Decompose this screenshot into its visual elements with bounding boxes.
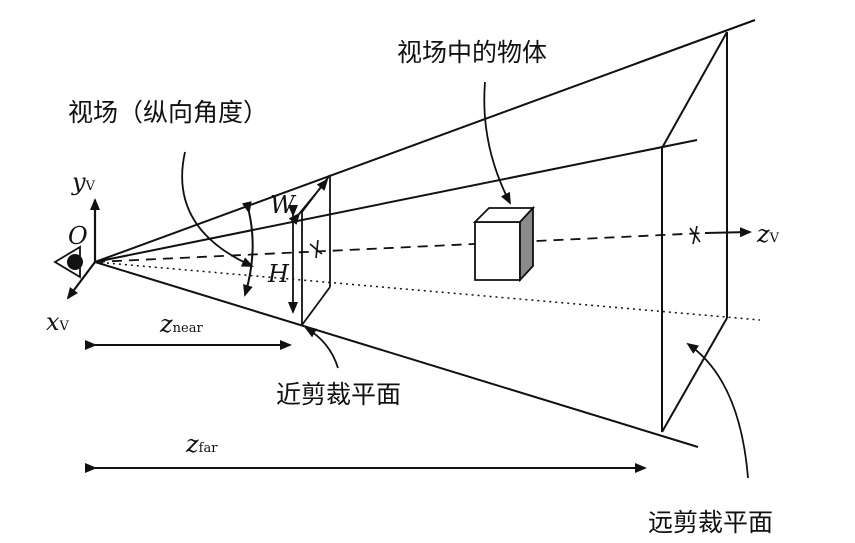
axis-ticks: [309, 225, 701, 259]
width-label: W: [270, 191, 295, 219]
z-axis-label: zV: [757, 220, 780, 248]
eye-icon: [53, 245, 83, 279]
x-axis-label: xV: [46, 308, 69, 336]
origin-label: O: [68, 222, 88, 250]
center-axis-dashed: [94, 232, 706, 263]
z-far-label: zfar: [186, 430, 218, 458]
x-axis-arrow: [66, 261, 96, 300]
far-plane-leader: [686, 342, 749, 479]
cube-object: [472, 205, 536, 283]
height-label: H: [268, 260, 289, 288]
far-clipping-plane: [661, 31, 728, 433]
near-plane-leader: [304, 326, 339, 369]
frustum-edges: [94, 19, 756, 448]
width-arrow: [288, 178, 329, 225]
y-axis-label: yV: [72, 168, 95, 196]
bottom-edge: [94, 261, 699, 448]
z-near-label: znear: [160, 310, 203, 338]
mid-edge: [94, 139, 698, 263]
object-in-view-label: 视场中的物体: [397, 38, 548, 67]
z-axis-arrow: [704, 227, 752, 238]
top-edge: [94, 19, 756, 263]
fov-leader: [181, 151, 254, 267]
fov-arc: [241, 201, 254, 297]
fov-vertical-label: 视场（纵向角度）: [68, 98, 269, 127]
object-leader: [483, 81, 511, 205]
far-plane-label: 远剪裁平面: [648, 508, 774, 537]
near-plane-label: 近剪裁平面: [276, 380, 402, 409]
